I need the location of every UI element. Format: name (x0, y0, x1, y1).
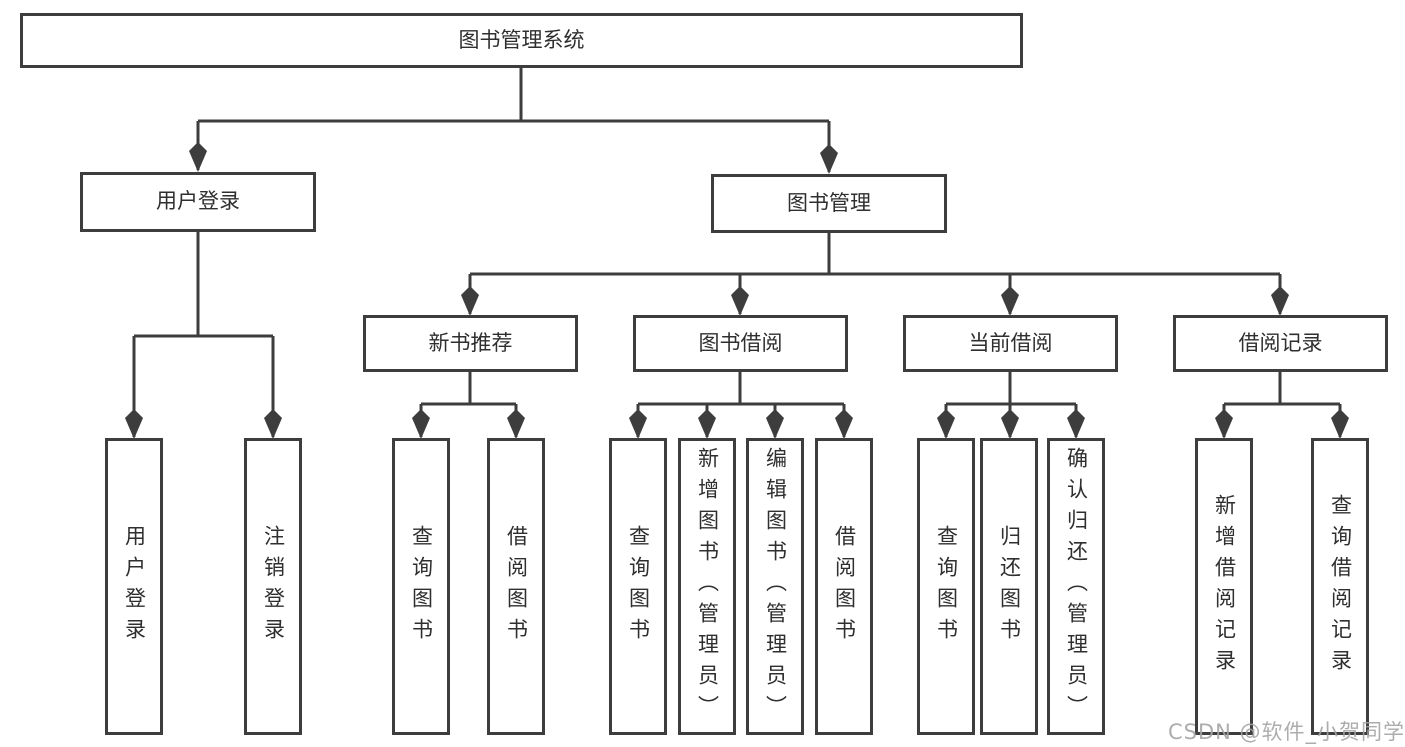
node-book-management-label: 图书管理 (787, 190, 871, 215)
node-borrow-records: 借阅记录 (1173, 315, 1388, 372)
leaf-records-add-record-label: 新增借阅记录 (1212, 493, 1237, 680)
arrowhead-icon (461, 286, 479, 316)
leaf-records-query-record-label: 查询借阅记录 (1328, 493, 1353, 680)
leaf-records-query-record: 查询借阅记录 (1311, 438, 1369, 735)
leaf-records-add-record: 新增借阅记录 (1195, 438, 1253, 735)
arrowhead-icon (1271, 286, 1289, 316)
leaf-current-return-books: 归还图书 (980, 438, 1038, 735)
leaf-current-return-books-label: 归还图书 (997, 524, 1022, 649)
leaf-borrow-query-books: 查询图书 (609, 438, 667, 735)
arrowhead-icon (629, 409, 647, 439)
node-current-borrow: 当前借阅 (903, 315, 1118, 372)
tree-edges (132, 68, 1342, 437)
arrowhead-icon (937, 409, 955, 439)
leaf-logout-label: 注销登录 (261, 524, 286, 649)
arrowhead-icon (1215, 409, 1233, 439)
leaf-recommend-borrow-books-label: 借阅图书 (504, 524, 529, 649)
node-new-book-recommend: 新书推荐 (363, 315, 578, 372)
arrowhead-icon (264, 409, 282, 439)
arrowhead-icon (189, 142, 207, 172)
leaf-current-confirm-return-admin: 确认归还（管理员） (1047, 438, 1105, 735)
leaf-user-login: 用户登录 (105, 438, 163, 735)
arrowhead-icon (1001, 286, 1019, 316)
node-book-borrow: 图书借阅 (633, 315, 848, 372)
arrowheads (125, 142, 1349, 439)
leaf-borrow-add-books-admin: 新增图书（管理员） (678, 438, 736, 735)
arrowhead-icon (820, 144, 838, 174)
leaf-recommend-query-books: 查询图书 (392, 438, 450, 735)
node-book-borrow-label: 图书借阅 (698, 330, 783, 355)
leaf-logout: 注销登录 (244, 438, 302, 735)
leaf-borrow-borrow-books-label: 借阅图书 (832, 524, 857, 649)
leaf-current-query-books-label: 查询图书 (934, 524, 959, 649)
leaf-borrow-edit-books-admin: 编辑图书（管理员） (746, 438, 804, 735)
node-book-management: 图书管理 (711, 174, 947, 233)
leaf-user-login-label: 用户登录 (122, 524, 147, 649)
arrowhead-icon (412, 409, 430, 439)
arrowhead-icon (835, 409, 853, 439)
node-borrow-records-label: 借阅记录 (1238, 330, 1323, 355)
leaf-recommend-query-books-label: 查询图书 (409, 524, 434, 649)
leaf-borrow-borrow-books: 借阅图书 (815, 438, 873, 735)
leaf-borrow-query-books-label: 查询图书 (626, 524, 651, 649)
arrowhead-icon (1001, 409, 1019, 439)
node-root-label: 图书管理系统 (458, 27, 585, 52)
node-current-borrow-label: 当前借阅 (968, 330, 1053, 355)
arrowhead-icon (731, 286, 749, 316)
leaf-current-query-books: 查询图书 (917, 438, 975, 735)
arrowhead-icon (766, 409, 784, 439)
arrowhead-icon (507, 409, 525, 439)
arrowhead-icon (125, 409, 143, 439)
leaf-recommend-borrow-books: 借阅图书 (487, 438, 545, 735)
arrowhead-icon (698, 409, 716, 439)
leaf-borrow-edit-books-admin-label: 编辑图书（管理员） (763, 447, 788, 726)
arrowhead-icon (1067, 409, 1085, 439)
node-user-login-label: 用户登录 (156, 189, 240, 214)
leaf-borrow-add-books-admin-label: 新增图书（管理员） (695, 447, 720, 726)
node-user-login: 用户登录 (80, 172, 316, 232)
leaf-current-confirm-return-admin-label: 确认归还（管理员） (1064, 447, 1089, 726)
node-new-book-recommend-label: 新书推荐 (428, 330, 513, 355)
node-root: 图书管理系统 (20, 13, 1023, 68)
csdn-watermark: CSDN @软件_小贺同学 (1168, 720, 1405, 744)
arrowhead-icon (1331, 409, 1349, 439)
